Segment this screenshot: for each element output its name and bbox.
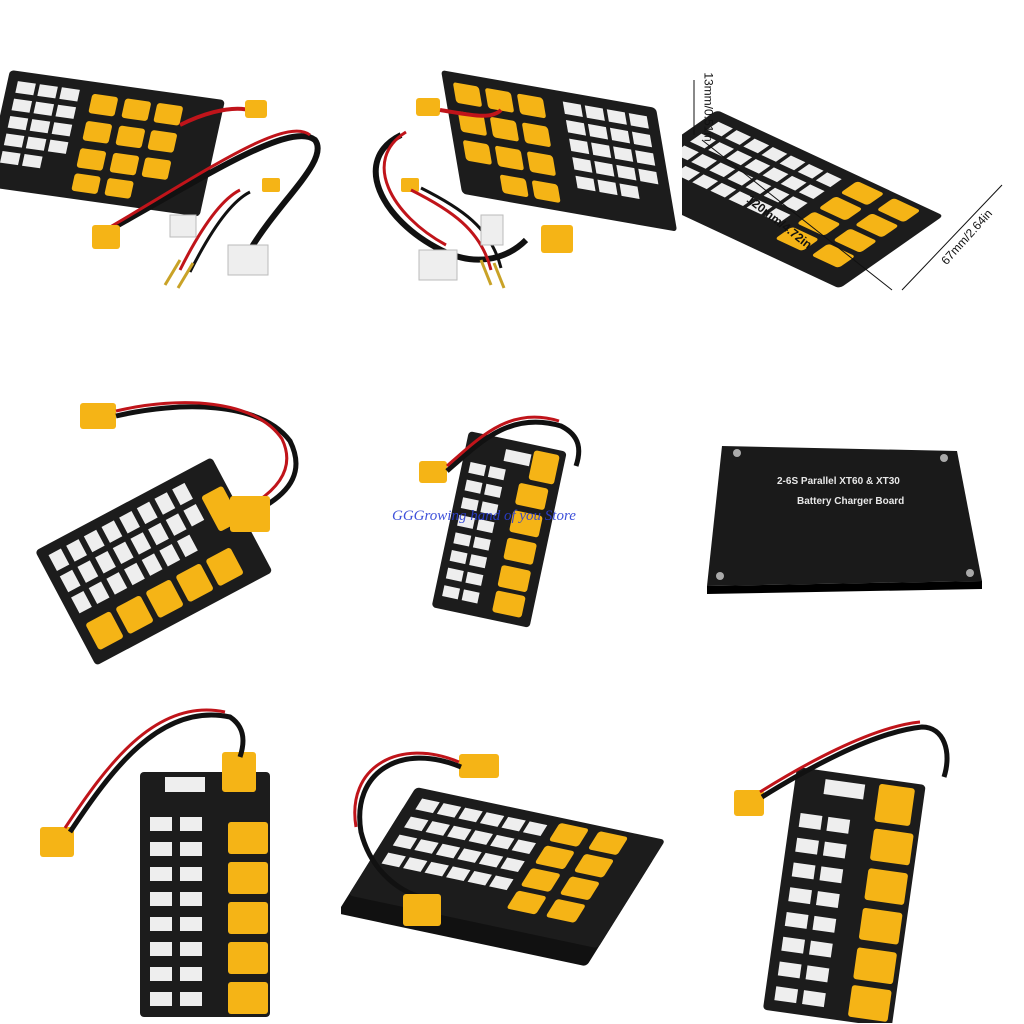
product-photo-dimensions: 13mm/0.51in 120mm/4.72in 67mm/2.64in <box>682 0 1023 341</box>
product-photo-board-vertical-2 <box>682 682 1023 1023</box>
product-photo-board-small <box>341 341 682 682</box>
dimension-height-label: 13mm/0.51in <box>701 72 716 142</box>
product-photo-board-with-cables-1 <box>0 0 341 341</box>
store-watermark: GGGrowing hand of you Store <box>392 508 576 524</box>
product-photo-board-stacked <box>341 682 682 1023</box>
product-photo-board-vertical-1 <box>0 682 341 1023</box>
product-photo-board-with-cables-2 <box>341 0 682 341</box>
plate-title-line1: 2-6S Parallel XT60 & XT30 <box>777 476 900 487</box>
plate-title-line2: Battery Charger Board <box>797 496 905 507</box>
product-photo-bottom-plate: 2-6S Parallel XT60 & XT30 Battery Charge… <box>682 341 1023 682</box>
product-photo-board-angled <box>0 341 341 682</box>
